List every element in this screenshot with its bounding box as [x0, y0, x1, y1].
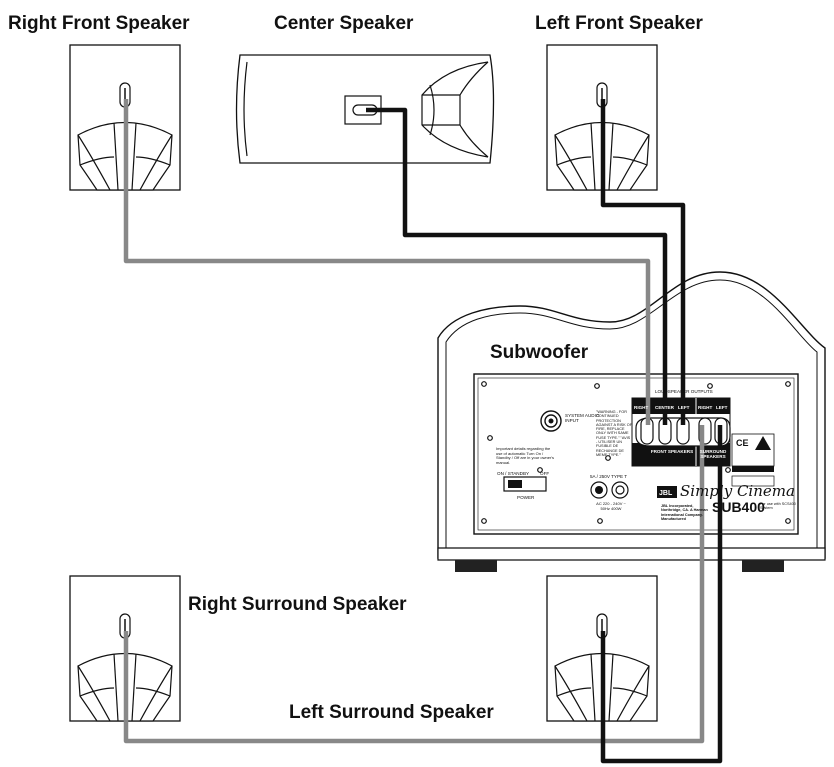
panel-system-audio-input: SYSTEM AUDIO INPUT [565, 413, 600, 423]
wire-left-surround [600, 425, 723, 764]
panel-model-note: For use with SCS400 System [760, 502, 796, 511]
wire-center [366, 107, 668, 425]
ce-mark: CE [736, 438, 749, 448]
panel-fuse: 5A / 250V TYPE T [590, 474, 627, 479]
panel-surround-speakers: SURROUND SPEAKERS [699, 449, 727, 459]
wire-right-front [123, 99, 651, 425]
panel-surround-left: LEFT [716, 405, 728, 410]
label-right-front-speaker: Right Front Speaker [8, 13, 190, 34]
label-left-front-speaker: Left Front Speaker [535, 13, 703, 34]
center-speaker [235, 54, 495, 164]
simply-cinema-logo: Simply Cinema [680, 482, 795, 500]
label-center-speaker: Center Speaker [274, 13, 414, 34]
panel-front-center: CENTER [655, 405, 675, 410]
label-right-surround-speaker: Right Surround Speaker [188, 594, 407, 615]
wire-right-surround [123, 425, 705, 744]
panel-warning: "WARNING - FOR CONTINUED PROTECTION AGAI… [596, 410, 632, 457]
panel-front-speakers: FRONT SPEAKERS [650, 449, 694, 454]
panel-front-right: RIGHT [634, 405, 648, 410]
wire-left-front [600, 99, 686, 425]
panel-model: SUB400 [712, 499, 765, 515]
panel-power-note: Important details regarding the use of a… [496, 447, 555, 465]
panel-loudspeaker-outputs: LOUDSPEAKER OUTPUTS [655, 389, 713, 394]
panel-ac: AC 220 - 240V ~ 50Hz 400W [596, 502, 626, 511]
speaker-wires [123, 99, 723, 764]
label-subwoofer: Subwoofer [490, 342, 589, 363]
panel-front-left: LEFT [678, 405, 690, 410]
panel-surround-right: RIGHT [698, 405, 712, 410]
panel-maker: JBL Incorporated, Northridge, CA. A Harm… [661, 504, 708, 521]
panel-power: POWER [517, 495, 535, 500]
label-left-surround-speaker: Left Surround Speaker [289, 702, 494, 723]
jbl-logo: JBL [659, 490, 673, 497]
panel-off: OFF [540, 471, 549, 476]
panel-on-standby: ON / STANDBY [497, 471, 529, 476]
